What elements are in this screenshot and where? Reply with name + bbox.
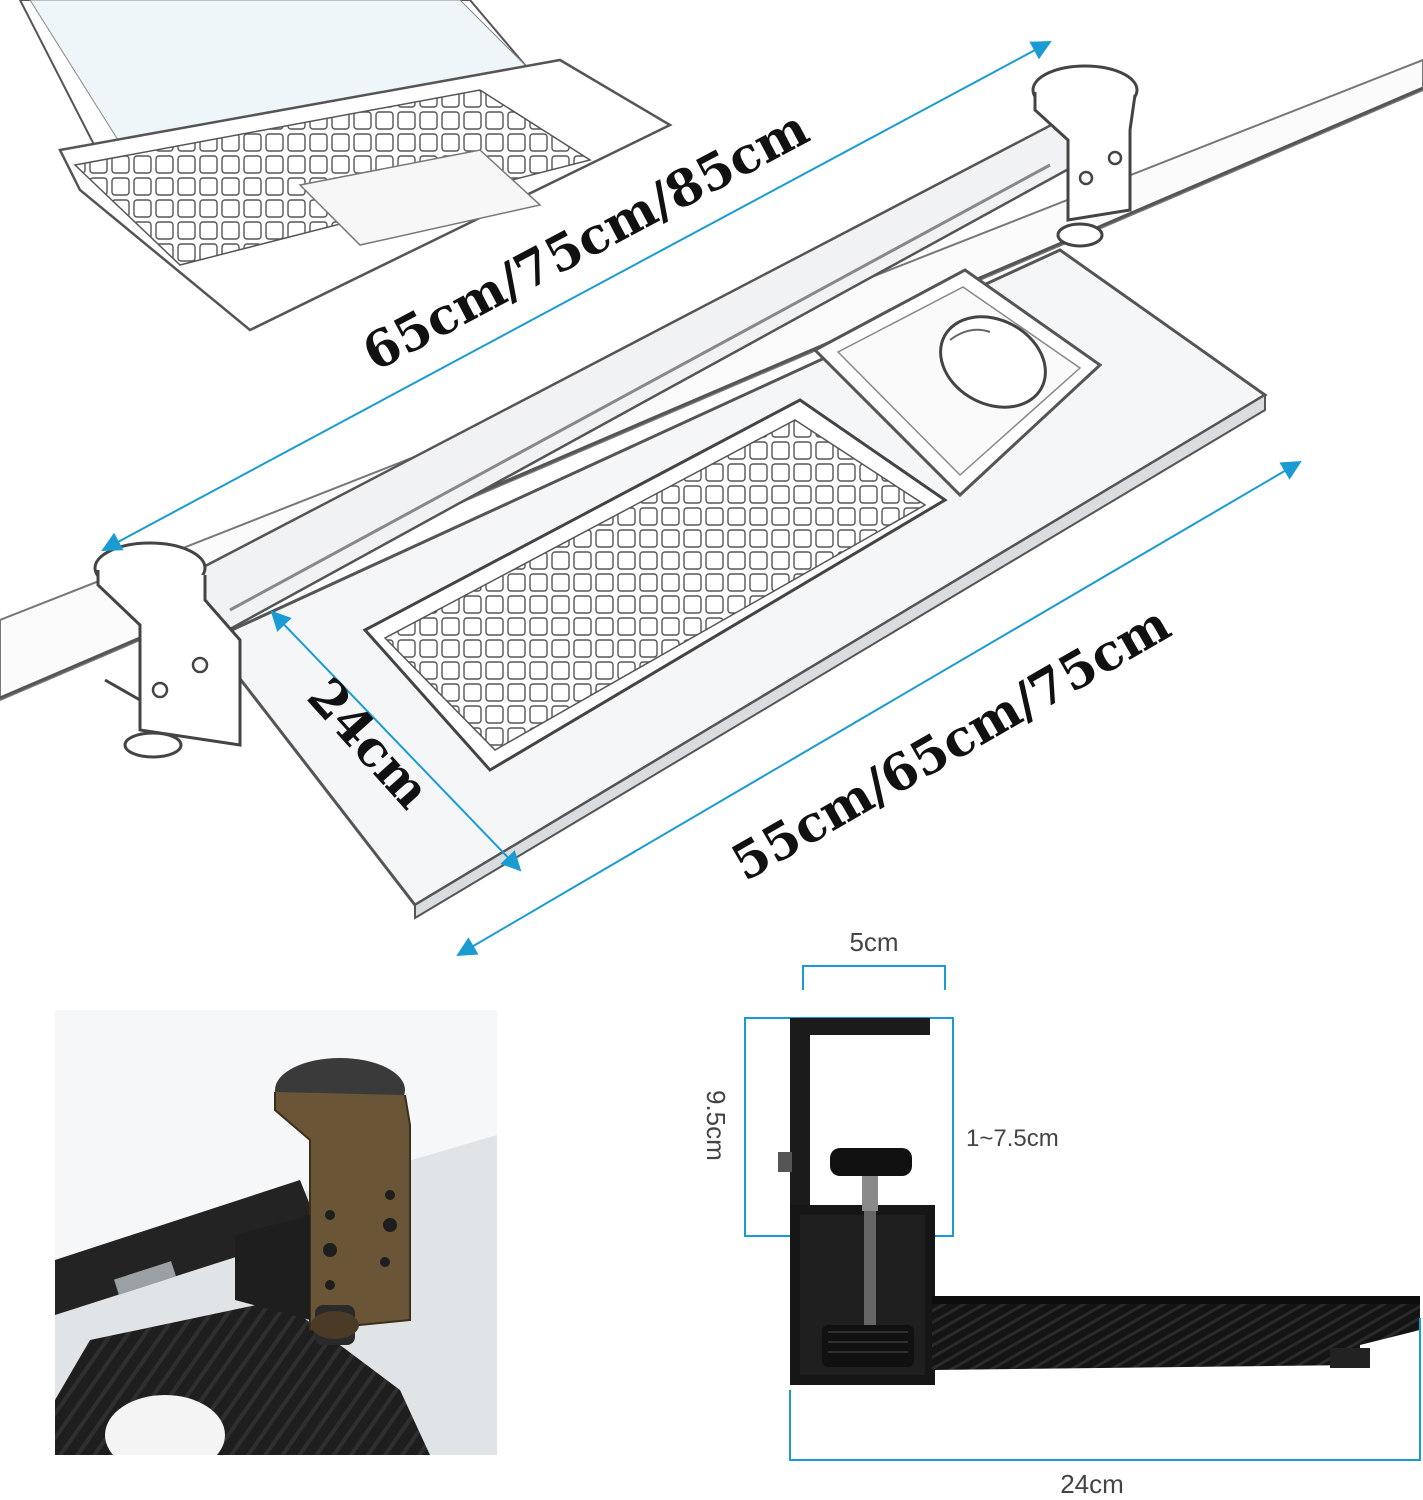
rail-side-length-label: 24cm [1060,1469,1124,1499]
tray-width-dimension-line [456,460,1302,957]
clamp-width-bracket [802,965,946,990]
rail-side-length-bracket [789,1318,1421,1461]
rail-indicator [113,1261,177,1295]
clamp-icon [1031,64,1139,248]
clamp-photo [55,1010,497,1455]
clamp-side-view: 5cm 9.5cm 1~7.5cm 24cm [701,927,1421,1499]
tray-depth-dimension-line [270,610,522,872]
mouse-icon [105,1395,225,1455]
top-illustration: 65cm/75cm/85cm 55cm/65cm/75cm 24cm [0,0,1423,957]
clamp-width-label: 5cm [849,927,898,957]
tray-rail-side [932,1300,1420,1370]
clamp-height-label: 9.5cm [701,1090,731,1161]
clamp-height-box [744,1017,954,1237]
clamp-opening-label: 1~7.5cm [966,1125,1059,1152]
clamp-icon [93,541,242,759]
rail-length-dimension-line [101,41,1052,551]
screw-knob-icon [822,1148,914,1367]
